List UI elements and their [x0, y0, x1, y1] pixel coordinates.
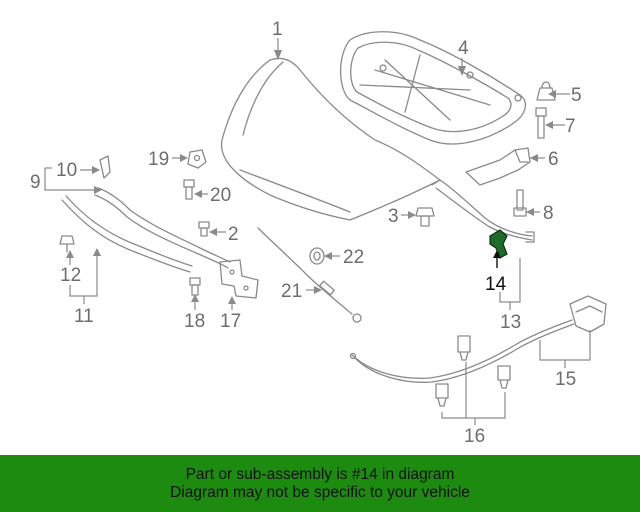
- clip-12: [59, 235, 75, 253]
- leader-16: [441, 392, 506, 419]
- arrowhead-12: [66, 250, 74, 258]
- arrowhead-3: [408, 211, 416, 219]
- diagram-note-banner: Part or sub-assembly is #14 in diagram D…: [0, 455, 640, 512]
- arrowhead-6: [530, 154, 538, 162]
- callout-8: 8: [543, 203, 554, 224]
- arrowhead-21: [314, 286, 322, 294]
- arrowhead-10: [92, 166, 100, 174]
- arrowhead-17: [228, 296, 236, 304]
- callout-5: 5: [571, 85, 582, 106]
- callout-2: 2: [228, 224, 239, 245]
- banner-line-part-number: Part or sub-assembly is #14 in diagram: [185, 465, 455, 483]
- hood-insulator: [340, 31, 527, 145]
- nut-2: [198, 221, 210, 237]
- callout-13: 13: [500, 312, 521, 333]
- callout-14: 14: [485, 274, 507, 295]
- bolt-8: [513, 189, 527, 217]
- callout-21: 21: [281, 281, 302, 302]
- arrowhead-20: [194, 190, 202, 198]
- bolt-18: [189, 277, 201, 296]
- bracket-19: [187, 149, 207, 169]
- arrowhead-22: [324, 252, 332, 260]
- callout-4: 4: [458, 38, 469, 59]
- callout-18: 18: [184, 311, 205, 332]
- callout-17: 17: [220, 311, 241, 332]
- callout-12: 12: [60, 265, 81, 286]
- banner-line-disclaimer: Diagram may not be specific to your vehi…: [170, 483, 470, 501]
- arrowhead-8: [526, 208, 534, 216]
- bolt-20: [183, 179, 195, 200]
- arrowhead-1: [274, 50, 282, 60]
- seal-end-10: [99, 155, 111, 179]
- cable-clip-16c: [497, 365, 511, 389]
- arrowhead-19: [180, 154, 188, 162]
- hood-support-rod: [431, 179, 535, 243]
- arrowhead-4: [458, 66, 466, 76]
- callout-1: 1: [272, 19, 283, 40]
- leader-9: [44, 168, 100, 191]
- callout-3: 3: [388, 206, 399, 227]
- release-cable-21: [257, 227, 362, 323]
- arrowhead-11: [93, 248, 101, 256]
- arrowhead-5: [548, 90, 556, 98]
- bolt-3: [415, 207, 435, 227]
- exploded-parts-diagram: 1 4 5 7 6 8 3 14 13 9 10 12 11 19 20 2 2…: [30, 19, 607, 447]
- callout-11: 11: [74, 306, 94, 327]
- callout-7: 7: [565, 116, 576, 137]
- callout-22: 22: [343, 247, 364, 268]
- cable-clip-16b: [435, 383, 449, 407]
- arrowhead-9: [94, 186, 102, 194]
- bolt-7: [535, 107, 547, 139]
- bracket-6: [465, 147, 531, 186]
- lower-seal-11: [61, 195, 193, 273]
- arrowhead-7: [545, 121, 553, 129]
- callout-20: 20: [210, 185, 231, 206]
- callout-15: 15: [555, 369, 576, 390]
- rod-holder-clip-14: [489, 229, 508, 259]
- callout-9: 9: [30, 172, 41, 193]
- arrowhead-18: [191, 294, 199, 302]
- grommet-22: [309, 247, 325, 265]
- clip-5: [536, 81, 556, 101]
- arrowhead-2: [209, 228, 217, 236]
- hood-panel: [220, 57, 441, 221]
- callout-10: 10: [56, 160, 77, 181]
- hood-seal-9: [94, 187, 231, 269]
- cable-clip-16a: [457, 335, 471, 361]
- latch-bracket-17: [219, 259, 259, 299]
- callout-16: 16: [464, 426, 485, 447]
- callout-6: 6: [548, 149, 559, 170]
- arrowhead-14: [493, 250, 501, 258]
- callout-19: 19: [148, 149, 169, 170]
